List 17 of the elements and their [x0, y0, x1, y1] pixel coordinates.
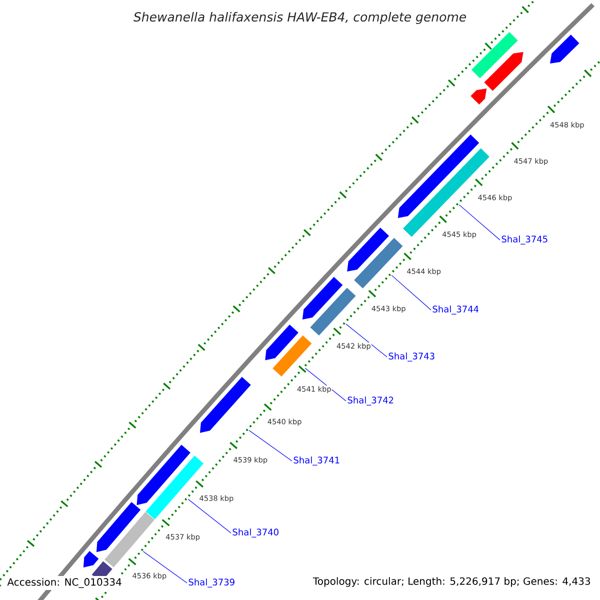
- info-text: Accession: NC_010334: [5, 576, 124, 590]
- leader-line: [391, 275, 432, 310]
- info-text: Topology: circular; Length: 5,226,917 bp; Genes: 4,433: [310, 575, 593, 589]
- gene-label: Shal_3740: [232, 528, 278, 538]
- leader-line: [458, 204, 500, 240]
- leader-line: [142, 551, 188, 584]
- gene-label: Shal_3744: [432, 306, 479, 314]
- leader-line: [304, 368, 346, 402]
- gene-label: Shal_3741: [294, 456, 340, 466]
- leader-line: [188, 498, 232, 534]
- title: Shewanella halifaxensis HAW-EB4, complete genome: [134, 12, 466, 24]
- gene-label: Shal_3742: [348, 396, 394, 406]
- gene-label: Shal_3743: [388, 352, 434, 362]
- leader-line: [346, 324, 388, 358]
- gene-label: Shal_3739: [188, 578, 234, 588]
- leader-line: [248, 430, 292, 462]
- gene-label: Shal_3745: [502, 236, 548, 244]
